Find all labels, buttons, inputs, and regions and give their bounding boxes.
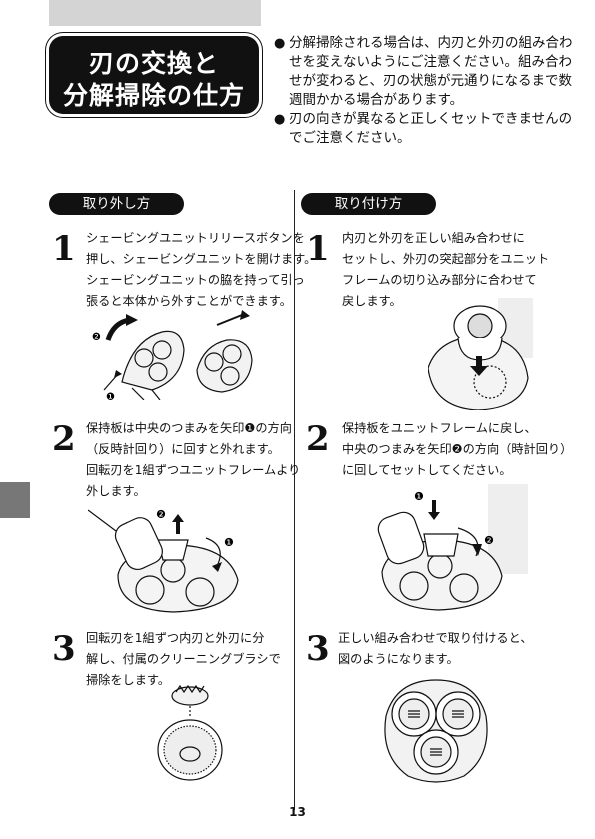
step-text: 正しい組み合わせで取り付けると、 図のようになります。 bbox=[338, 628, 533, 670]
step-number: 1 bbox=[306, 229, 330, 269]
arrow-marker-1: ❶ bbox=[414, 490, 424, 503]
step-line: 張ると本体から外すことができます。 bbox=[86, 294, 292, 308]
caution-note: ● 分解掃除される場合は、内刃と外刃の組み合わせを変えないようにご注意ください。… bbox=[274, 34, 574, 110]
step-line: 図のようになります。 bbox=[338, 652, 459, 666]
step-line: セットし、外刃の突起部分をユニット bbox=[342, 252, 550, 266]
step-line: 回転刃を1組ずつユニットフレームより bbox=[86, 463, 301, 477]
step-line: 掃除をします。 bbox=[86, 673, 171, 687]
header-gray-bar bbox=[49, 0, 261, 26]
arrow-marker-2: ❷ bbox=[92, 332, 101, 343]
step-number: 3 bbox=[52, 629, 76, 669]
step-number: 2 bbox=[52, 419, 76, 459]
caution-notes: ● 分解掃除される場合は、内刃と外刃の組み合わせを変えないようにご注意ください。… bbox=[274, 34, 574, 148]
step-line: 正しい組み合わせで取り付けると、 bbox=[338, 631, 533, 645]
step-line: 外します。 bbox=[86, 484, 146, 498]
step-line: （反時計回り）に回すと外れます。 bbox=[86, 442, 280, 456]
side-index-tab bbox=[0, 482, 30, 518]
caution-note: ● 刃の向きが異なると正しくセットできませんのでご注意ください。 bbox=[274, 110, 574, 148]
inner-outer-blade-illustration bbox=[157, 684, 223, 781]
step-line: 内刃と外刃を正しい組み合わせに bbox=[342, 231, 525, 245]
step-line: に回してセットしてください。 bbox=[342, 463, 512, 477]
step-text: 保持板は中央のつまみを矢印❶の方向 （反時計回り）に回すと外れます。 回転刃を1… bbox=[86, 418, 300, 502]
step-text: シェービングユニットリリースボタンを 押し、シェービングユニットを開けます。 シ… bbox=[86, 228, 316, 312]
arrow-marker-1: ❶ bbox=[106, 392, 115, 400]
step-number: 1 bbox=[52, 229, 76, 269]
step-number: 3 bbox=[306, 629, 330, 669]
note-text: 刃の向きが異なると正しくセットできませんのでご注意ください。 bbox=[289, 111, 573, 146]
step-line: 回転刃を1組ずつ内刃と外刃に分 bbox=[86, 631, 265, 645]
step-text: 内刃と外刃を正しい組み合わせに セットし、外刃の突起部分をユニット フレームの切… bbox=[342, 228, 549, 312]
step-line: 保持板をユニットフレームに戻し、 bbox=[342, 421, 537, 435]
blade-set-into-frame-illustration bbox=[428, 298, 533, 410]
step-text: 回転刃を1組ずつ内刃と外刃に分 解し、付属のクリーニングブラシで 掃除をします。 bbox=[86, 628, 281, 691]
step-line: 解し、付属のクリーニングブラシで bbox=[86, 652, 281, 666]
step-line: フレームの切り込み部分に合わせて bbox=[342, 273, 537, 287]
arrow-marker-2: ❷ bbox=[484, 534, 494, 547]
step-line: シェービングユニットの脇を持って引っ bbox=[86, 273, 305, 287]
step-line: シェービングユニットリリースボタンを bbox=[86, 231, 305, 245]
page-title: 刃の交換と 分解掃除の仕方 bbox=[49, 36, 259, 114]
step-line: 保持板は中央のつまみを矢印❶の方向 bbox=[86, 421, 292, 435]
page-number: 13 bbox=[289, 805, 306, 819]
holder-plate-removal-illustration: ❷ ❶ bbox=[88, 508, 239, 613]
shaver-open-illustration: ❷ ❶ bbox=[92, 310, 253, 400]
section-heading-removal: 取り外し方 bbox=[49, 193, 184, 215]
step-line: 押し、シェービングユニットを開けます。 bbox=[86, 252, 317, 266]
step-number: 2 bbox=[306, 419, 330, 459]
bullet-icon: ● bbox=[274, 112, 286, 127]
assembled-head-illustration bbox=[384, 679, 488, 783]
step-line: 戻します。 bbox=[342, 294, 402, 308]
section-heading-install: 取り付け方 bbox=[301, 193, 436, 215]
step-text: 保持板をユニットフレームに戻し、 中央のつまみを矢印❷の方向（時計回り） に回し… bbox=[342, 418, 572, 481]
bullet-icon: ● bbox=[274, 36, 286, 51]
holder-plate-install-illustration: ❶ ❷ bbox=[377, 484, 528, 611]
column-divider bbox=[294, 190, 295, 810]
arrow-marker-1: ❶ bbox=[224, 536, 234, 549]
arrow-marker-2: ❷ bbox=[156, 508, 166, 521]
step-line: 中央のつまみを矢印❷の方向（時計回り） bbox=[342, 442, 573, 456]
title-line-1: 刃の交換と bbox=[88, 49, 219, 78]
note-text: 分解掃除される場合は、内刃と外刃の組み合わせを変えないようにご注意ください。組み… bbox=[289, 35, 573, 108]
title-line-2: 分解掃除の仕方 bbox=[62, 81, 245, 110]
